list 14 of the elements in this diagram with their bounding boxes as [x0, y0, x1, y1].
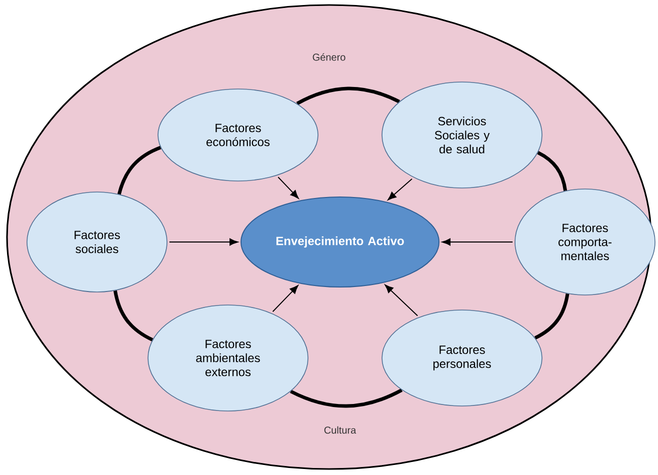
ring-line — [113, 290, 154, 342]
arrow — [272, 285, 298, 312]
ring-line — [290, 388, 403, 408]
arrow — [442, 238, 514, 246]
arrow — [278, 176, 299, 199]
ring-label: Género — [312, 53, 346, 61]
ring-line — [534, 293, 570, 340]
ring-label: Cultura — [324, 426, 356, 434]
arrow — [388, 178, 412, 200]
ring-line — [117, 146, 162, 195]
ring-line — [296, 86, 400, 106]
ring-line — [537, 151, 568, 192]
arrow — [168, 238, 238, 246]
arrow — [384, 284, 418, 316]
